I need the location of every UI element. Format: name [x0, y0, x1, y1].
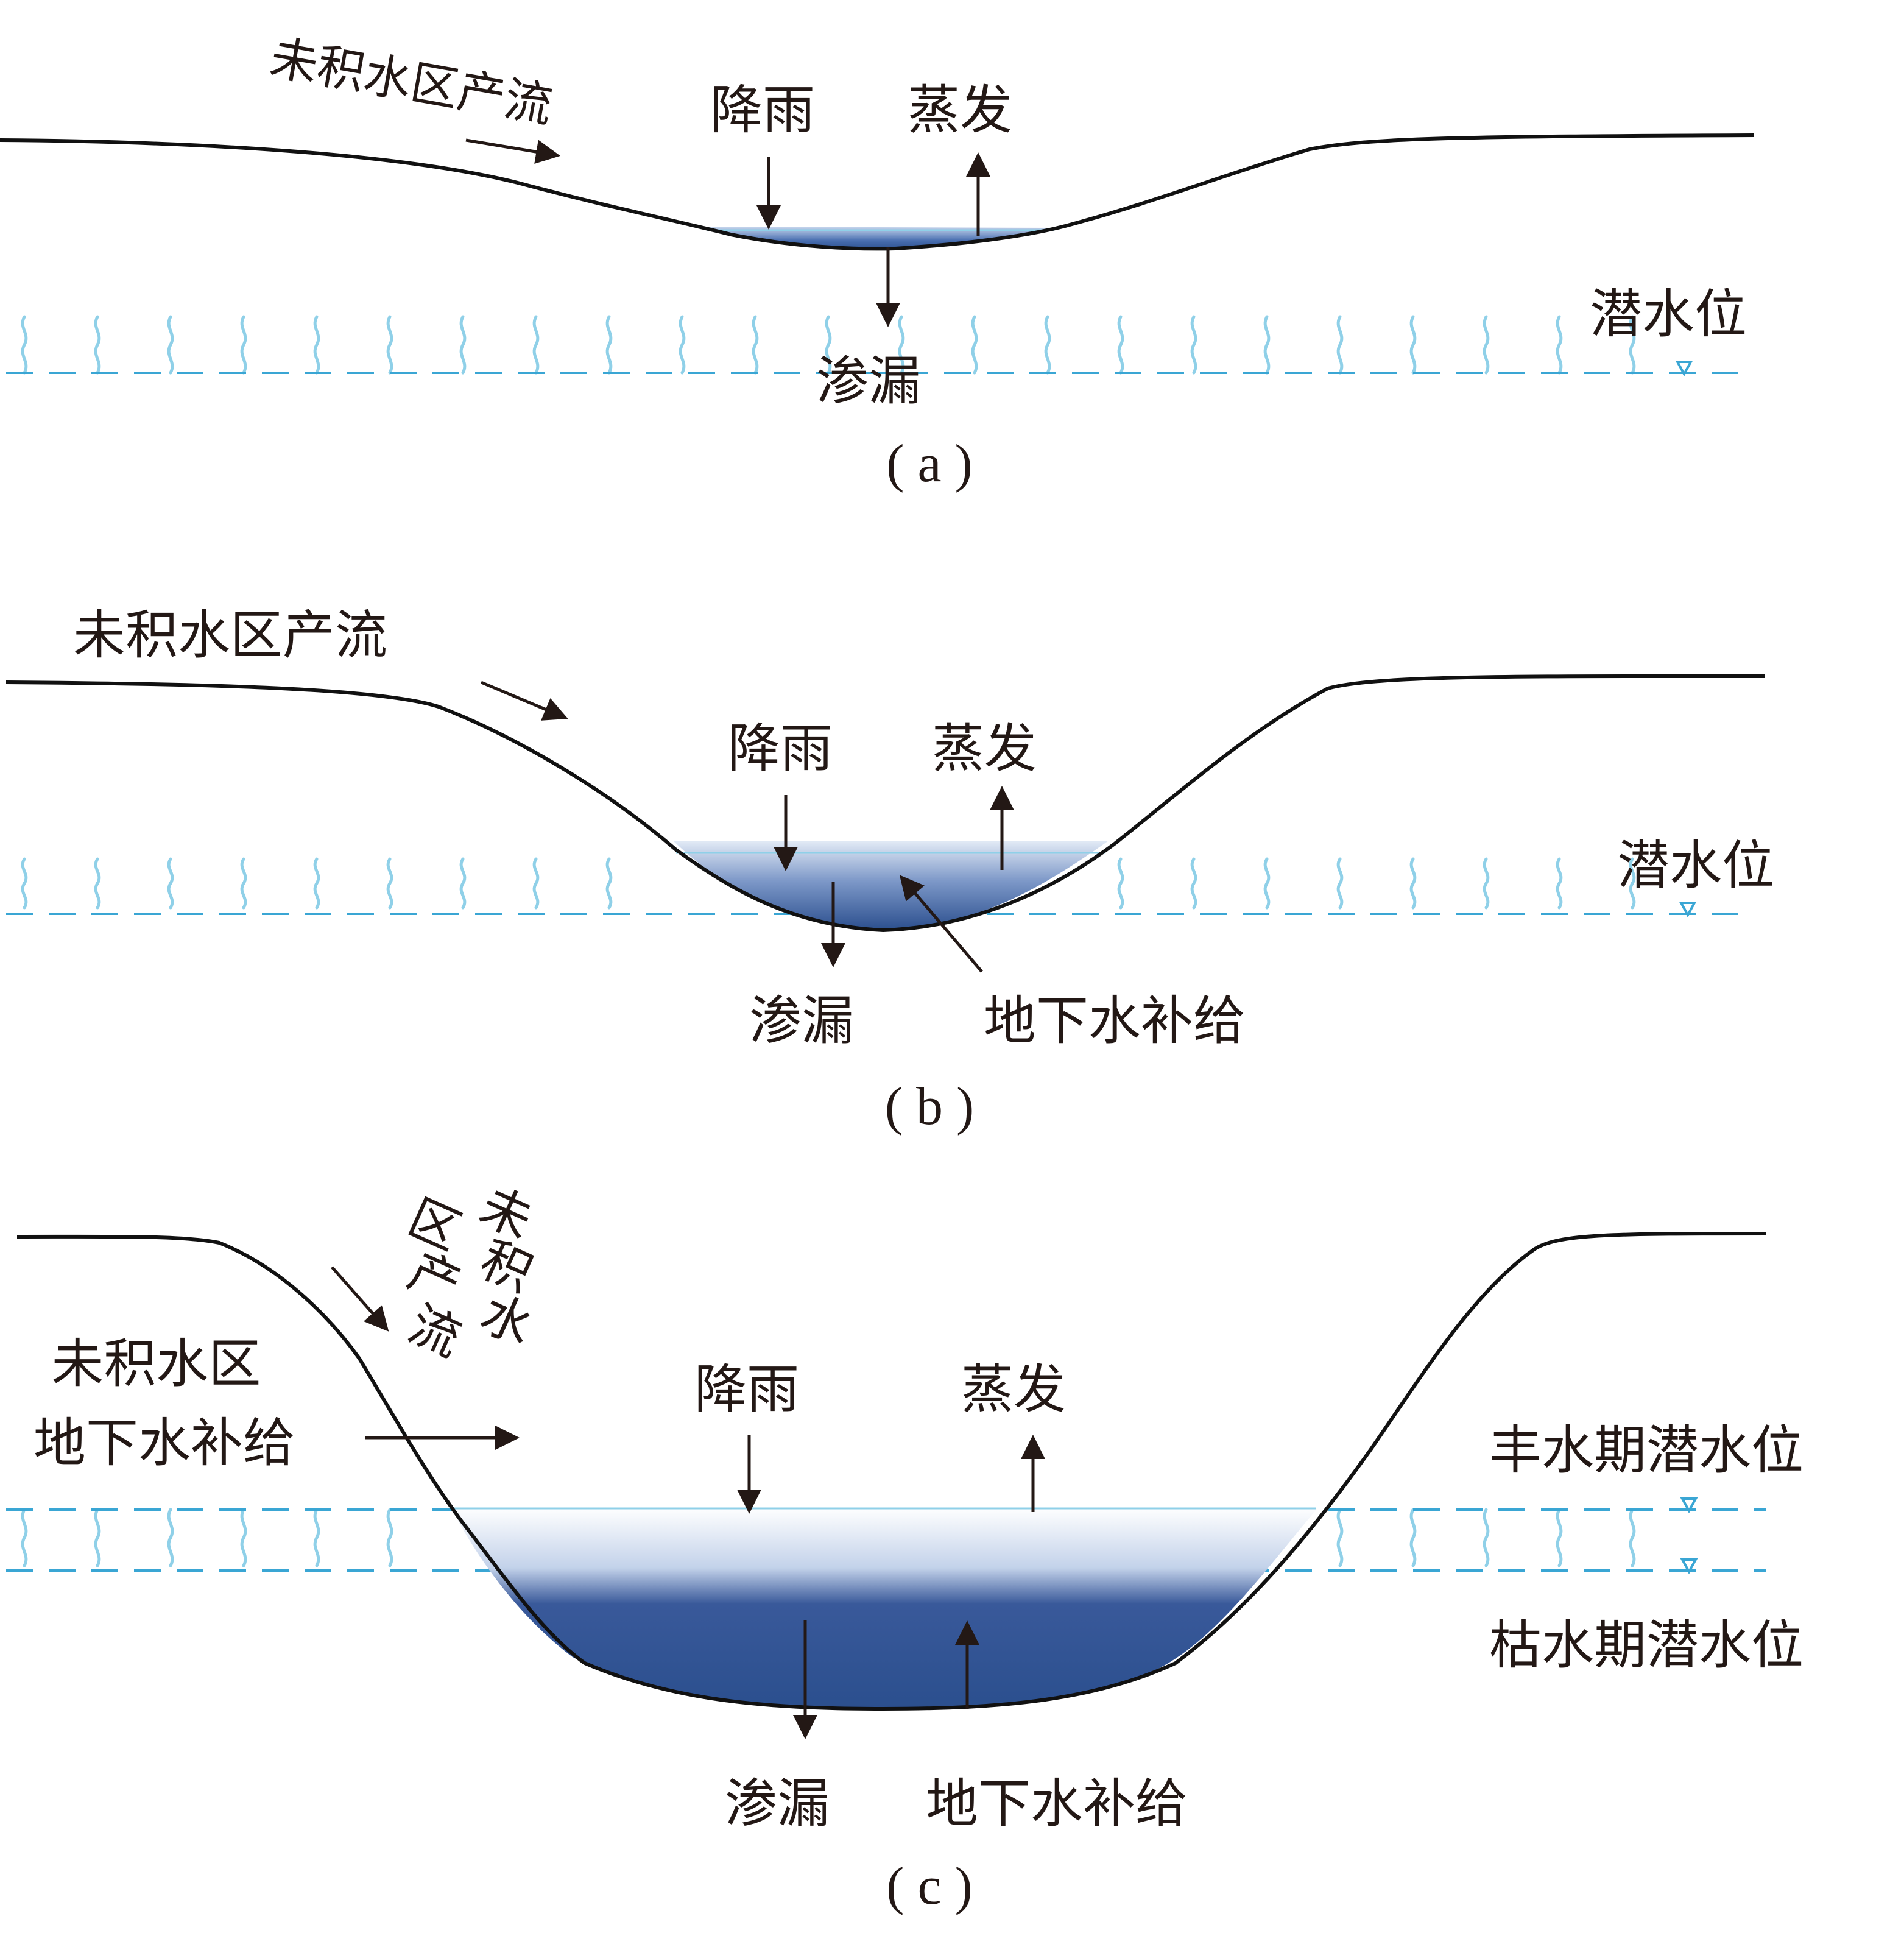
capillary-waves-b	[21, 857, 1636, 910]
caption-c: ( c )	[886, 1857, 973, 1916]
terrain-a	[0, 133, 1755, 251]
label-runoff-c: 未积水区产流	[360, 1152, 580, 1393]
water-table-marker-wet	[1680, 1497, 1698, 1514]
water-table-marker-b	[1679, 902, 1697, 918]
capillary-wave	[240, 315, 247, 375]
capillary-wave	[386, 1508, 393, 1567]
capillary-wave	[825, 315, 832, 375]
capillary-wave	[1629, 1508, 1636, 1567]
capillary-wave	[532, 857, 540, 910]
capillary-wave	[459, 857, 467, 910]
capillary-wave	[1190, 315, 1197, 375]
capillary-wave	[94, 857, 101, 910]
capillary-wave	[94, 1508, 101, 1567]
capillary-wave	[1336, 315, 1344, 375]
capillary-wave	[1117, 315, 1124, 375]
pond-water-b	[673, 841, 1109, 930]
capillary-wave	[240, 1508, 247, 1567]
runoff-arrow-b	[481, 680, 568, 721]
capillary-wave	[1117, 857, 1124, 910]
label-wet-season-water-table: 丰水期潜水位	[1489, 1420, 1804, 1481]
capillary-wave	[1556, 1508, 1563, 1567]
capillary-wave	[1336, 857, 1344, 910]
capillary-wave	[679, 315, 686, 375]
pond-water-c	[451, 1507, 1319, 1709]
label-rain-a: 降雨	[710, 80, 815, 141]
capillary-wave	[1190, 857, 1197, 910]
capillary-wave	[21, 315, 28, 375]
capillary-wave	[1044, 315, 1051, 375]
capillary-wave	[971, 315, 978, 375]
capillary-wave	[1483, 315, 1490, 375]
recharge-arrow-b	[899, 875, 983, 973]
capillary-wave	[605, 857, 613, 910]
label-runoff-b: 未积水区产流	[73, 605, 387, 666]
label-recharge-b: 地下水补给	[984, 991, 1246, 1051]
capillary-wave	[167, 857, 174, 910]
capillary-wave	[1409, 1508, 1417, 1567]
label-lateral-recharge-line2: 地下水补给	[33, 1413, 295, 1474]
capillary-wave	[1263, 857, 1271, 910]
capillary-wave	[1556, 857, 1563, 910]
label-water-table-a: 潜水位	[1590, 284, 1747, 345]
capillary-wave	[752, 315, 759, 375]
capillary-wave	[386, 857, 393, 910]
label-recharge-c: 地下水补给	[926, 1773, 1188, 1834]
label-rain-c: 降雨	[694, 1359, 799, 1420]
capillary-waves-a	[21, 315, 1636, 375]
capillary-wave	[240, 857, 247, 910]
capillary-wave	[1409, 857, 1417, 910]
capillary-wave	[1483, 857, 1490, 910]
label-water-table-b: 潜水位	[1617, 835, 1774, 896]
panel-a: 未积水区产流 降雨 蒸发 渗漏 潜水位 ( a )	[0, 30, 1755, 493]
label-runoff-c-char: 水	[472, 1284, 541, 1357]
panel-b: 未积水区产流 降雨 蒸发 渗漏 地下水补给 潜水位 ( b )	[5, 605, 1774, 1136]
label-runoff-c-char: 流	[400, 1295, 470, 1368]
capillary-wave	[1629, 857, 1636, 910]
capillary-wave	[386, 315, 393, 375]
capillary-wave	[167, 1508, 174, 1567]
label-evaporation-b: 蒸发	[932, 718, 1037, 779]
caption-b: ( b )	[885, 1077, 975, 1136]
capillary-wave	[1336, 1508, 1344, 1567]
capillary-wave	[459, 315, 467, 375]
label-dry-season-water-table: 枯水期潜水位	[1489, 1615, 1804, 1676]
runoff-arrow-c	[331, 1266, 389, 1332]
label-leakage-b: 渗漏	[749, 991, 854, 1051]
terrain-c	[16, 1232, 1767, 1711]
capillary-wave	[21, 857, 28, 910]
terrain-b	[5, 674, 1766, 933]
capillary-wave	[313, 315, 320, 375]
label-evaporation-a: 蒸发	[908, 80, 1012, 141]
caption-a: ( a )	[886, 434, 973, 493]
capillary-wave	[605, 315, 613, 375]
label-leakage-a: 渗漏	[816, 351, 921, 412]
capillary-wave	[1263, 315, 1271, 375]
capillary-waves-c	[21, 1508, 1636, 1567]
capillary-wave	[94, 315, 101, 375]
label-lateral-recharge-c: 未积水区 地下水补给	[33, 1334, 295, 1474]
water-table-marker-dry	[1680, 1558, 1698, 1575]
label-runoff-a: 未积水区产流	[266, 30, 557, 134]
capillary-wave	[532, 315, 540, 375]
capillary-wave	[313, 857, 320, 910]
capillary-wave	[313, 1508, 320, 1567]
label-rain-b: 降雨	[728, 718, 833, 779]
capillary-wave	[167, 315, 174, 375]
capillary-wave	[1409, 315, 1417, 375]
capillary-wave	[1483, 1508, 1490, 1567]
capillary-wave	[21, 1508, 28, 1567]
runoff-arrow-a	[465, 138, 560, 164]
label-evaporation-c: 蒸发	[961, 1359, 1066, 1420]
capillary-wave	[1556, 315, 1563, 375]
label-lateral-recharge-line1: 未积水区	[51, 1334, 261, 1394]
water-table-marker-a	[1675, 361, 1693, 377]
label-leakage-c: 渗漏	[725, 1773, 830, 1834]
capillary-wave	[1629, 315, 1636, 375]
panel-c: 未积水区产流 未积水区 地下水补给 降雨 蒸发 渗漏 地下水补给 丰水期潜水位 …	[6, 1152, 1804, 1916]
